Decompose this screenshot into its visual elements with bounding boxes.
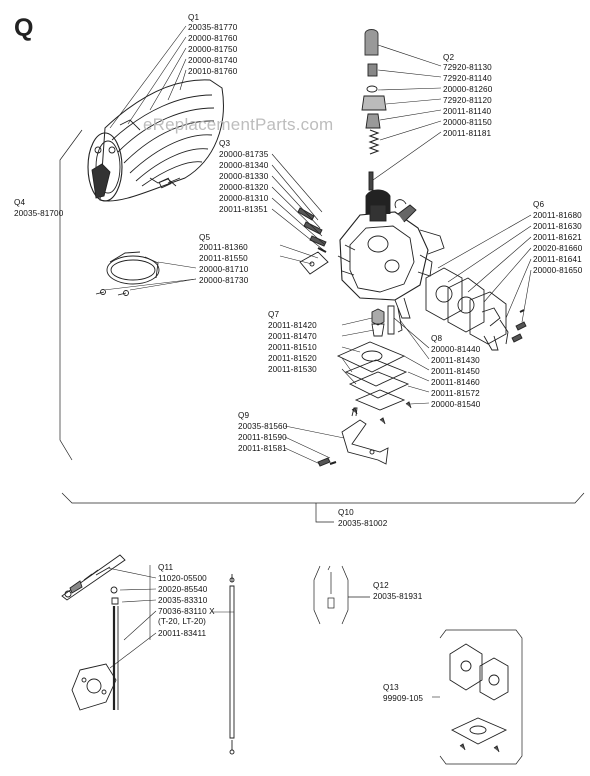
q8-part-3[interactable]: 20011-81450 bbox=[431, 367, 480, 376]
q2-part-1[interactable]: 72920-81130 bbox=[443, 63, 492, 72]
q9-part-3[interactable]: 20011-81581 bbox=[238, 444, 287, 453]
watermark: eReplacementParts.com bbox=[143, 115, 334, 134]
q12-title: Q12 bbox=[373, 581, 389, 590]
q7-part-4[interactable]: 20011-81520 bbox=[268, 354, 317, 363]
q2-part-5[interactable]: 20011-81140 bbox=[443, 107, 492, 116]
q9-title: Q9 bbox=[238, 411, 250, 420]
q11-leaders bbox=[107, 565, 157, 669]
q2-leaders bbox=[372, 44, 442, 181]
q7-leaders bbox=[341, 317, 375, 385]
q6-title: Q6 bbox=[533, 200, 545, 209]
q11-part-4-note: (T-20, LT-20) bbox=[158, 617, 207, 626]
q2-part-4[interactable]: 72920-81120 bbox=[443, 96, 492, 105]
q1-leaders bbox=[109, 25, 187, 129]
throttle-lever-drawing bbox=[317, 407, 389, 467]
q3-title: Q3 bbox=[219, 139, 231, 148]
q9-part-2[interactable]: 20011-81590 bbox=[238, 433, 287, 442]
q10-title: Q10 bbox=[338, 508, 354, 517]
q1-part-5[interactable]: 20010-81760 bbox=[188, 67, 238, 76]
q3-part-1[interactable]: 20000-81735 bbox=[219, 150, 269, 159]
q9-leaders bbox=[284, 425, 345, 465]
q7-part-5[interactable]: 20011-81530 bbox=[268, 365, 317, 374]
q9-part-1[interactable]: 20035-81560 bbox=[238, 422, 288, 431]
q8-part-2[interactable]: 20011-81430 bbox=[431, 356, 480, 365]
q2-part-2[interactable]: 72920-81140 bbox=[443, 74, 492, 83]
q4-part-1[interactable]: 20035-81700 bbox=[14, 209, 64, 218]
kit-bracket-drawing bbox=[313, 565, 370, 625]
q8-part-6[interactable]: 20000-81540 bbox=[431, 400, 481, 409]
q3-part-4[interactable]: 20000-81320 bbox=[219, 183, 269, 192]
q3-part-2[interactable]: 20000-81340 bbox=[219, 161, 269, 170]
carburetor-body-drawing bbox=[299, 189, 445, 319]
shaft-assembly-drawing bbox=[61, 554, 126, 711]
air-filter-drawing bbox=[87, 79, 224, 202]
q1-part-3[interactable]: 20000-81750 bbox=[188, 45, 238, 54]
cable-drawing bbox=[212, 574, 235, 755]
q7-part-2[interactable]: 20011-81470 bbox=[268, 332, 317, 341]
q8-leaders bbox=[393, 317, 430, 405]
q11-part-1[interactable]: 11020-05500 bbox=[158, 574, 207, 583]
q6-part-4[interactable]: 20020-81660 bbox=[533, 244, 583, 253]
q7-part-3[interactable]: 20011-81510 bbox=[268, 343, 317, 352]
q6-leaders bbox=[437, 214, 532, 323]
q11-part-2[interactable]: 20020-85540 bbox=[158, 585, 208, 594]
q11-part-4[interactable]: 70036-83110 X bbox=[158, 607, 215, 616]
q3-part-5[interactable]: 20000-81310 bbox=[219, 194, 269, 203]
q5-title: Q5 bbox=[199, 233, 211, 242]
q5-part-4[interactable]: 20000-81730 bbox=[199, 276, 249, 285]
q6-part-5[interactable]: 20011-81641 bbox=[533, 255, 582, 264]
q3-screws-drawing bbox=[297, 207, 327, 253]
q3-part-6[interactable]: 20011-81351 bbox=[219, 205, 268, 214]
q12-part-1[interactable]: 20035-81931 bbox=[373, 592, 423, 601]
q2-part-6[interactable]: 20000-81150 bbox=[443, 118, 492, 127]
q10-bracket bbox=[61, 492, 585, 523]
q1-part-2[interactable]: 20000-81760 bbox=[188, 34, 238, 43]
q3-leaders bbox=[271, 153, 327, 253]
q2-part-3[interactable]: 20000-81260 bbox=[443, 85, 493, 94]
q13-title: Q13 bbox=[383, 683, 399, 692]
idle-screw-stack-drawing bbox=[361, 29, 387, 191]
q6-part-1[interactable]: 20011-81680 bbox=[533, 211, 582, 220]
q6-part-3[interactable]: 20011-81621 bbox=[533, 233, 582, 242]
q10-part-1[interactable]: 20035-81002 bbox=[338, 519, 388, 528]
q11-title: Q11 bbox=[158, 563, 174, 572]
q8-part-4[interactable]: 20011-81460 bbox=[431, 378, 480, 387]
pump-cover-drawing bbox=[425, 267, 527, 351]
q11-part-3[interactable]: 20035-83310 bbox=[158, 596, 208, 605]
q8-part-1[interactable]: 20000-81440 bbox=[431, 345, 481, 354]
q8-part-5[interactable]: 20011-81572 bbox=[431, 389, 480, 398]
section-letter: Q bbox=[14, 14, 34, 42]
diaphragm-stack-drawing bbox=[336, 305, 412, 425]
q5-part-3[interactable]: 20000-81710 bbox=[199, 265, 249, 274]
q4-title: Q4 bbox=[14, 198, 26, 207]
q1-title: Q1 bbox=[188, 13, 200, 22]
q7-title: Q7 bbox=[268, 310, 280, 319]
q3-part-3[interactable]: 20000-81330 bbox=[219, 172, 269, 181]
q2-title: Q2 bbox=[443, 53, 455, 62]
q8-title: Q8 bbox=[431, 334, 443, 343]
q6-part-6[interactable]: 20000-81650 bbox=[533, 266, 583, 275]
q1-part-1[interactable]: 20035-81770 bbox=[188, 23, 238, 32]
q5-part-2[interactable]: 20011-81550 bbox=[199, 254, 248, 263]
q7-part-1[interactable]: 20011-81420 bbox=[268, 321, 317, 330]
q11-part-5[interactable]: 20011-83411 bbox=[158, 629, 207, 638]
q6-part-2[interactable]: 20011-81630 bbox=[533, 222, 582, 231]
q1-part-4[interactable]: 20000-81740 bbox=[188, 56, 238, 65]
q5-leaders bbox=[103, 244, 319, 291]
hose-clamp-drawing bbox=[95, 251, 160, 296]
q5-part-1[interactable]: 20011-81360 bbox=[199, 243, 248, 252]
q2-part-7[interactable]: 20011-81181 bbox=[443, 129, 492, 138]
gasket-kit-drawing bbox=[432, 629, 523, 765]
q13-part-1[interactable]: 99909-105 bbox=[383, 694, 424, 703]
